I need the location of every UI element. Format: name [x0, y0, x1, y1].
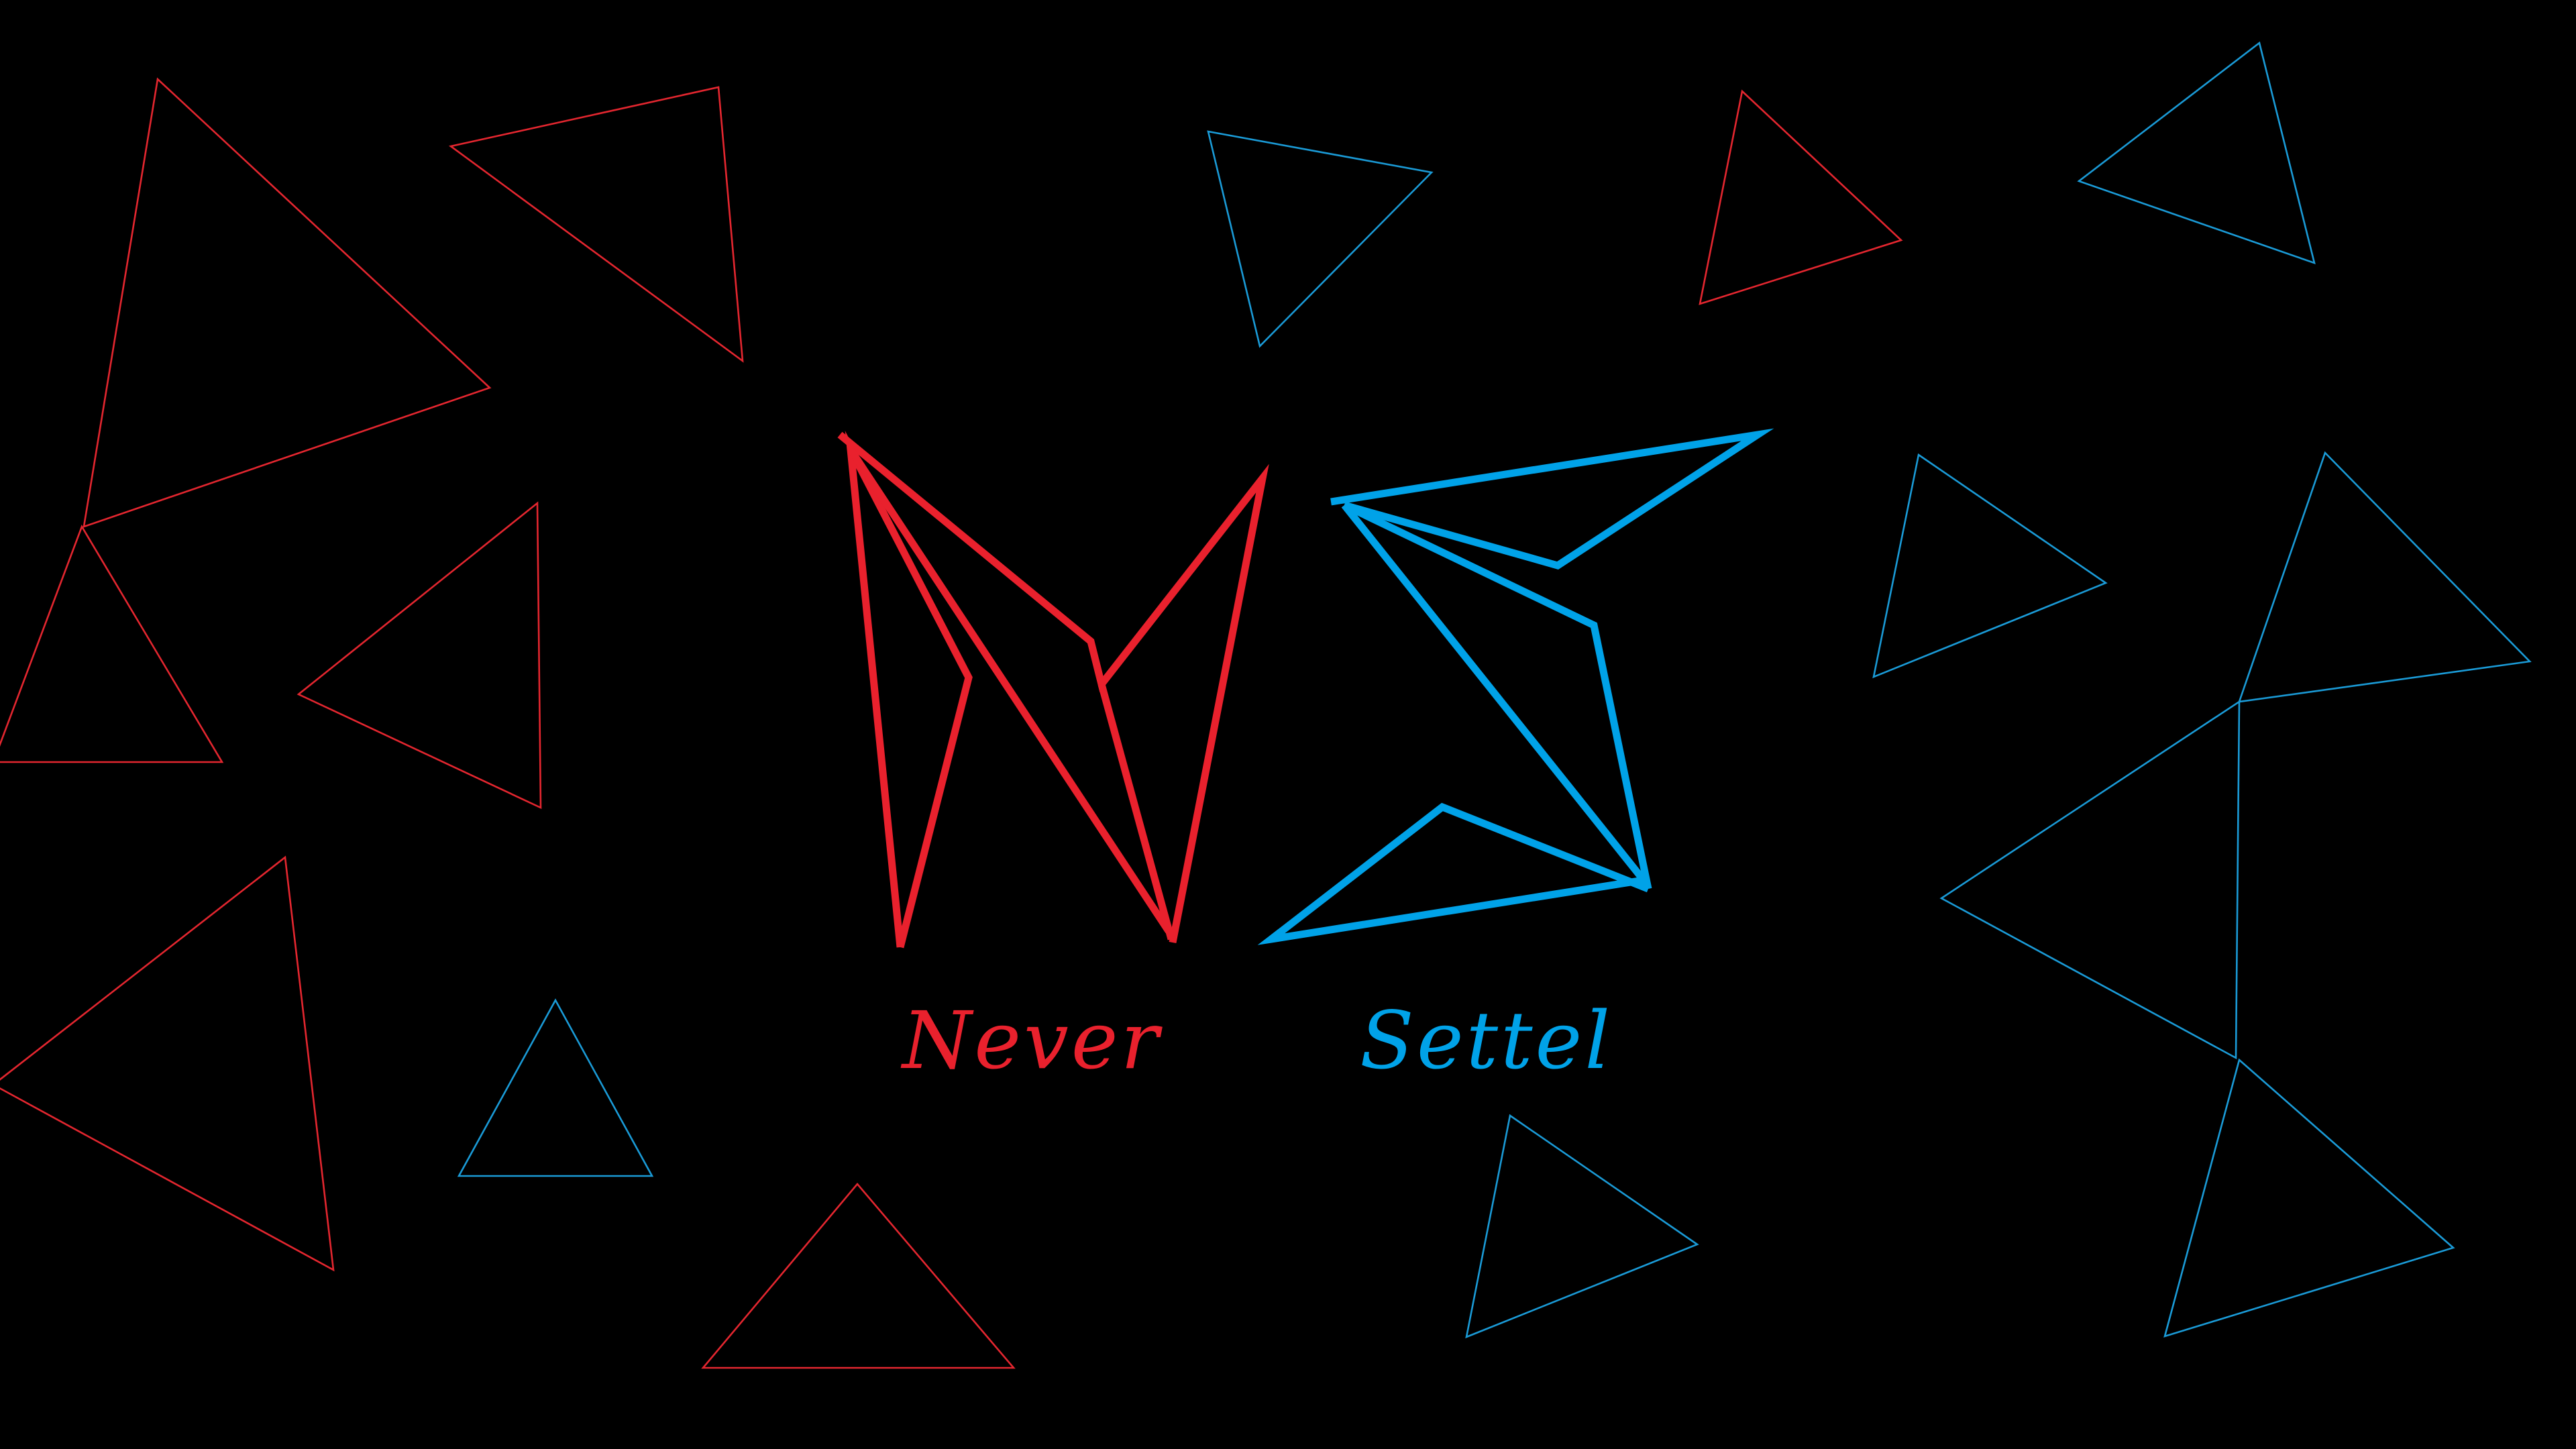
red-triangle [83, 77, 492, 528]
red-triangle-group [0, 77, 1903, 1369]
logo-letter-s [1257, 428, 1774, 945]
red-triangle [1699, 89, 1903, 305]
blue-triangle [1465, 1114, 1699, 1339]
logo-s-stroke [1342, 502, 1652, 890]
blue-triangle [1207, 130, 1434, 348]
logo-s-stroke [1341, 502, 1647, 883]
red-triangle [297, 501, 542, 810]
blue-triangle-group [457, 41, 2532, 1339]
blue-triangle [457, 998, 654, 1177]
blue-triangle [1939, 700, 2241, 1060]
logo-n-stroke [845, 430, 973, 949]
red-triangle [0, 855, 335, 1272]
logo-n-stroke [837, 431, 1269, 944]
red-triangle [0, 525, 224, 763]
logo-s-stroke [1330, 428, 1774, 570]
logo-letter-n [837, 430, 1269, 949]
tagline-settel: Settel [1360, 994, 1613, 1087]
ns-logo [837, 428, 1774, 949]
blue-triangle [2238, 451, 2532, 703]
blue-triangle [2163, 1058, 2455, 1338]
blue-triangle [2077, 41, 2316, 265]
logo-n-stroke [847, 447, 1172, 934]
tagline-never: Never [900, 994, 1163, 1087]
logo-s-stroke [1257, 802, 1650, 945]
blue-triangle [1872, 453, 2108, 679]
red-triangle [701, 1182, 1016, 1369]
red-triangle [448, 86, 744, 363]
logo-n-stroke [1097, 683, 1175, 941]
